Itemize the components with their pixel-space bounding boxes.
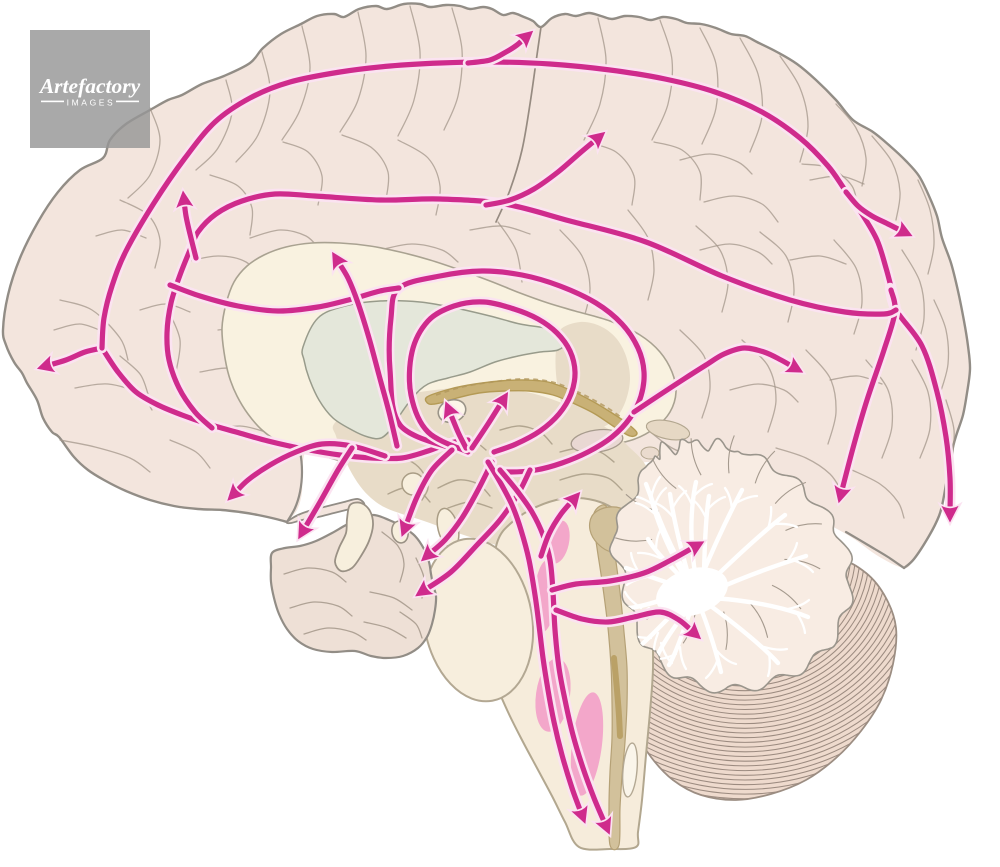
svg-text:IMAGES: IMAGES: [67, 98, 116, 108]
svg-text:Artefactory: Artefactory: [38, 74, 141, 98]
